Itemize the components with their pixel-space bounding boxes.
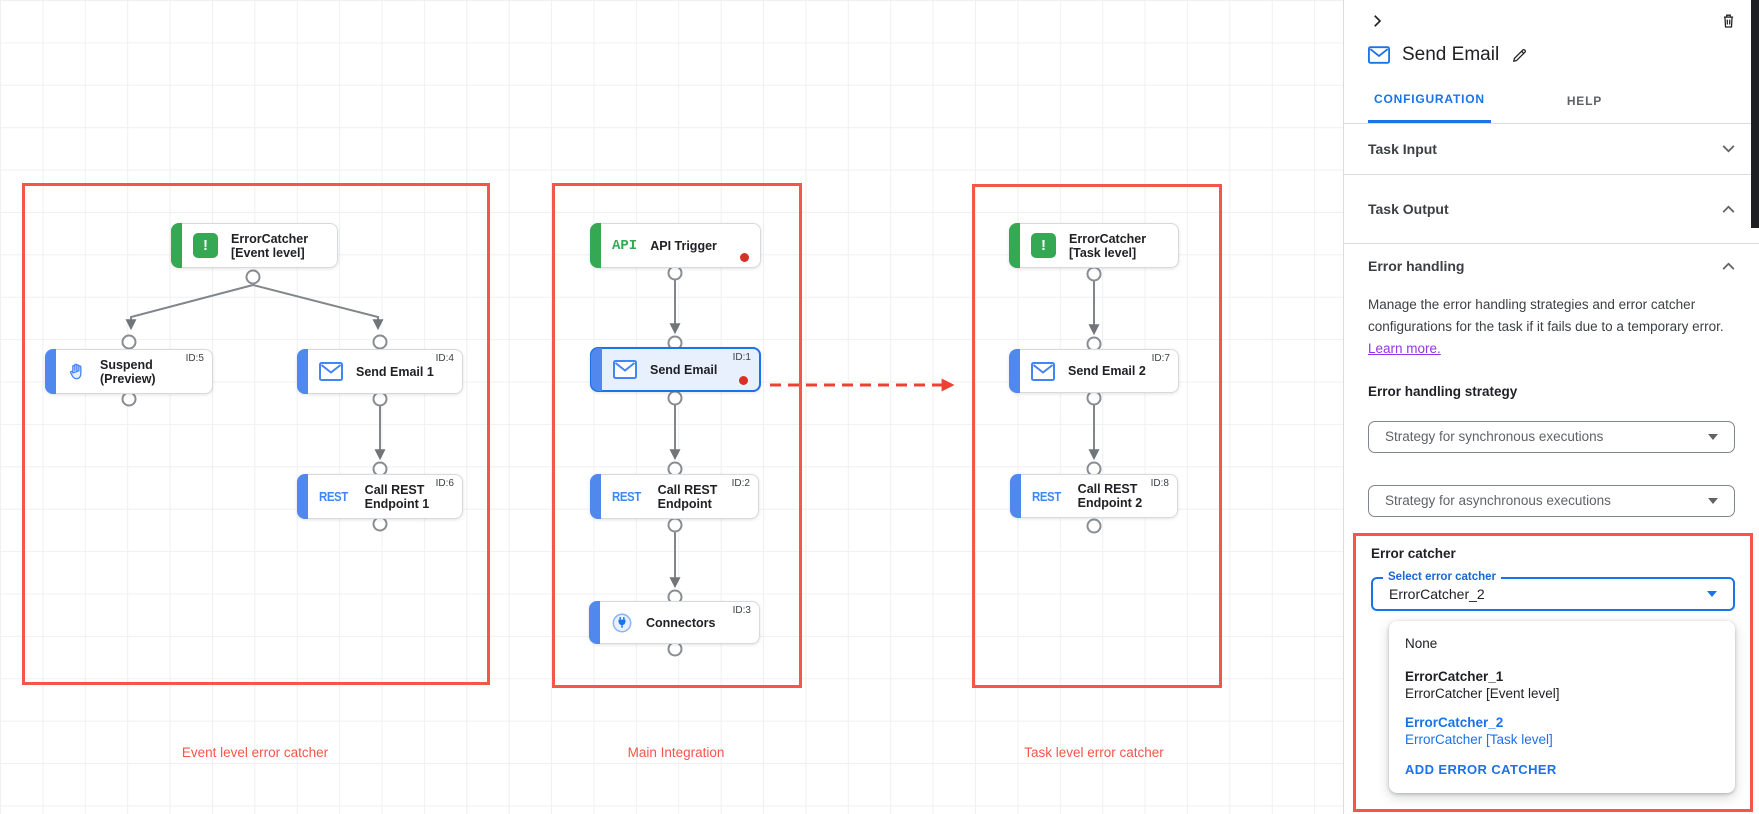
task-level-caption: Task level error catcher (1024, 745, 1164, 760)
email-icon (1031, 361, 1055, 381)
panel-tabs: CONFIGURATION HELP (1344, 78, 1759, 124)
email-icon (319, 362, 343, 381)
connector-wires (121, 265, 1102, 657)
task-title: Send Email (1402, 44, 1500, 65)
delete-task-button[interactable] (1720, 12, 1737, 30)
node-id-badge: ID:6 (435, 478, 454, 489)
node-label: Connectors (646, 615, 716, 630)
panel-scrollbar-thumb[interactable] (1751, 0, 1759, 228)
error-status-dot (739, 376, 748, 385)
node-connectors[interactable]: Connectors ID:3 (589, 601, 760, 644)
menu-item-none[interactable]: None (1405, 635, 1438, 651)
collapse-panel-button[interactable] (1368, 12, 1386, 30)
node-id-badge: ID:3 (732, 605, 751, 616)
node-label: ErrorCatcher[Task level] (1069, 231, 1147, 260)
api-trigger-icon: API (612, 237, 638, 254)
event-level-caption: Event level error catcher (181, 745, 329, 760)
error-catcher-label: Error catcher (1371, 545, 1456, 561)
section-task-input[interactable]: Task Input (1344, 124, 1759, 175)
node-label: ErrorCatcher[Event level] (231, 231, 309, 260)
hand-icon (67, 362, 87, 382)
tab-help[interactable]: HELP (1566, 93, 1603, 108)
learn-more-link[interactable]: Learn more. (1368, 340, 1441, 356)
node-label: API Trigger (650, 238, 717, 253)
error-catcher-highlight-box: Error catcher Select error catcher Error… (1353, 532, 1753, 812)
node-id-badge: ID:7 (1151, 353, 1170, 364)
dropdown-caret-icon (1707, 590, 1717, 597)
node-api-trigger[interactable]: API API Trigger (590, 223, 761, 268)
error-catcher-select[interactable]: Select error catcher ErrorCatcher_2 (1371, 570, 1735, 611)
panel-title-row: Send Email (1344, 36, 1759, 78)
task-config-panel: Send Email CONFIGURATION HELP Task Input… (1343, 0, 1759, 814)
connector-icon (611, 612, 633, 634)
error-catcher-icon: ! (1031, 233, 1056, 258)
rest-icon: REST (319, 489, 348, 504)
async-strategy-select[interactable]: Strategy for asynchronous executions (1368, 484, 1735, 517)
node-send-email-1[interactable]: Send Email 1 ID:4 (297, 349, 463, 394)
node-id-badge: ID:1 (732, 352, 751, 363)
panel-toolbar (1344, 0, 1759, 36)
node-label: Send Email 2 (1068, 364, 1146, 378)
node-id-badge: ID:2 (731, 478, 750, 489)
node-label: Send Email (650, 362, 718, 377)
node-send-email[interactable]: Send Email ID:1 (590, 347, 761, 392)
error-handling-body: Manage the error handling strategies and… (1344, 294, 1759, 812)
menu-item-errorcatcher-2[interactable]: ErrorCatcher_2 ErrorCatcher [Task level] (1405, 714, 1553, 747)
integration-canvas[interactable]: Event level error catcher Main Integrati… (0, 0, 1343, 814)
strategy-label: Error handling strategy (1368, 383, 1518, 399)
node-label: Suspend(Preview) (100, 357, 156, 386)
error-handling-description: Manage the error handling strategies and… (1368, 297, 1724, 356)
node-send-email-2[interactable]: Send Email 2 ID:7 (1009, 349, 1179, 393)
node-id-badge: ID:8 (1150, 478, 1169, 489)
selected-error-catcher: ErrorCatcher_2 (1389, 585, 1485, 602)
node-id-badge: ID:5 (185, 353, 204, 364)
section-task-output[interactable]: Task Output (1344, 175, 1759, 244)
email-icon (613, 360, 637, 379)
main-integration-caption: Main Integration (627, 745, 725, 760)
select-floating-label: Select error catcher (1383, 570, 1502, 583)
chevron-up-icon (1722, 200, 1735, 218)
node-label: Send Email 1 (356, 364, 434, 379)
error-status-dot (740, 253, 749, 262)
rest-icon: REST (1032, 488, 1061, 504)
section-error-handling[interactable]: Error handling (1344, 244, 1759, 288)
edit-title-button[interactable] (1511, 47, 1528, 64)
node-suspend[interactable]: Suspend(Preview) ID:5 (45, 349, 213, 394)
event-level-group-box (22, 183, 490, 685)
node-id-badge: ID:4 (435, 353, 454, 364)
sync-strategy-select[interactable]: Strategy for synchronous executions (1368, 420, 1735, 453)
dropdown-caret-icon (1708, 497, 1718, 504)
add-error-catcher-button[interactable]: ADD ERROR CATCHER (1405, 761, 1557, 777)
tab-configuration[interactable]: CONFIGURATION (1368, 78, 1491, 123)
error-catcher-menu: None ErrorCatcher_1 ErrorCatcher [Event … (1389, 620, 1735, 793)
chevron-down-icon (1722, 140, 1735, 158)
error-catcher-icon: ! (193, 233, 218, 258)
node-errorcatcher-event[interactable]: ! ErrorCatcher[Event level] (171, 223, 338, 268)
task-level-group-box (972, 184, 1222, 688)
menu-item-errorcatcher-1[interactable]: ErrorCatcher_1 ErrorCatcher [Event level… (1405, 668, 1560, 701)
rest-icon: REST (612, 489, 641, 504)
email-icon (1368, 46, 1390, 64)
chevron-up-icon (1722, 257, 1735, 275)
dropdown-caret-icon (1708, 433, 1718, 440)
node-errorcatcher-task[interactable]: ! ErrorCatcher[Task level] (1009, 223, 1179, 268)
main-integration-group-box (552, 183, 802, 688)
